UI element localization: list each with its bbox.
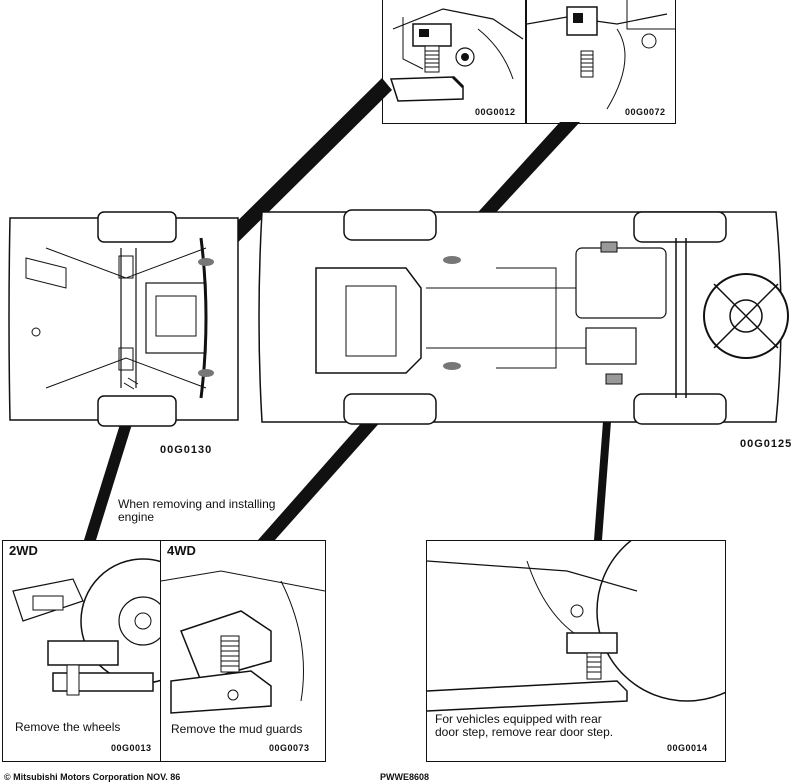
figure-code: 00G0014 [667,743,708,753]
inset-top-right: 00G0072 [526,0,676,124]
inset-caption: Remove the wheels [15,720,121,734]
inset-caption: For vehicles equipped with rear door ste… [435,712,614,739]
figure-code: 00G0012 [475,107,516,117]
inset-rear-door-step: For vehicles equipped with rear door ste… [426,540,726,762]
copyright-footer: © Mitsubishi Motors Corporation NOV. 86 [4,772,181,782]
rear-figure-code: 00G0125 [740,438,793,450]
wheel-lift-illustration [12,558,161,696]
inset-4wd: 4WD Remove the mud guards 00G0073 [160,540,326,762]
mud-guard-lift-illustration [161,570,325,714]
inset-header: 4WD [167,543,196,558]
inset-top-left: 00G0012 [382,0,526,124]
document-code: PWWE8608 [380,772,430,782]
figure-code: 00G0072 [625,107,666,117]
inset-header: 2WD [9,543,38,558]
inset-2wd: 2WD Remove the wheels 00G0013 [2,540,162,762]
lift-point-illustration [389,8,524,102]
lift-point-illustration [527,0,675,110]
rear-underbody-view [258,209,789,425]
figure-code: 00G0073 [269,743,310,753]
front-underbody-view [8,211,239,427]
figure-code: 00G0013 [111,743,152,753]
engine-note: When removing and installing engine [118,497,276,524]
front-figure-code: 00G0130 [160,444,213,456]
rear-lift-illustration [427,541,725,712]
inset-caption: Remove the mud guards [171,722,303,736]
